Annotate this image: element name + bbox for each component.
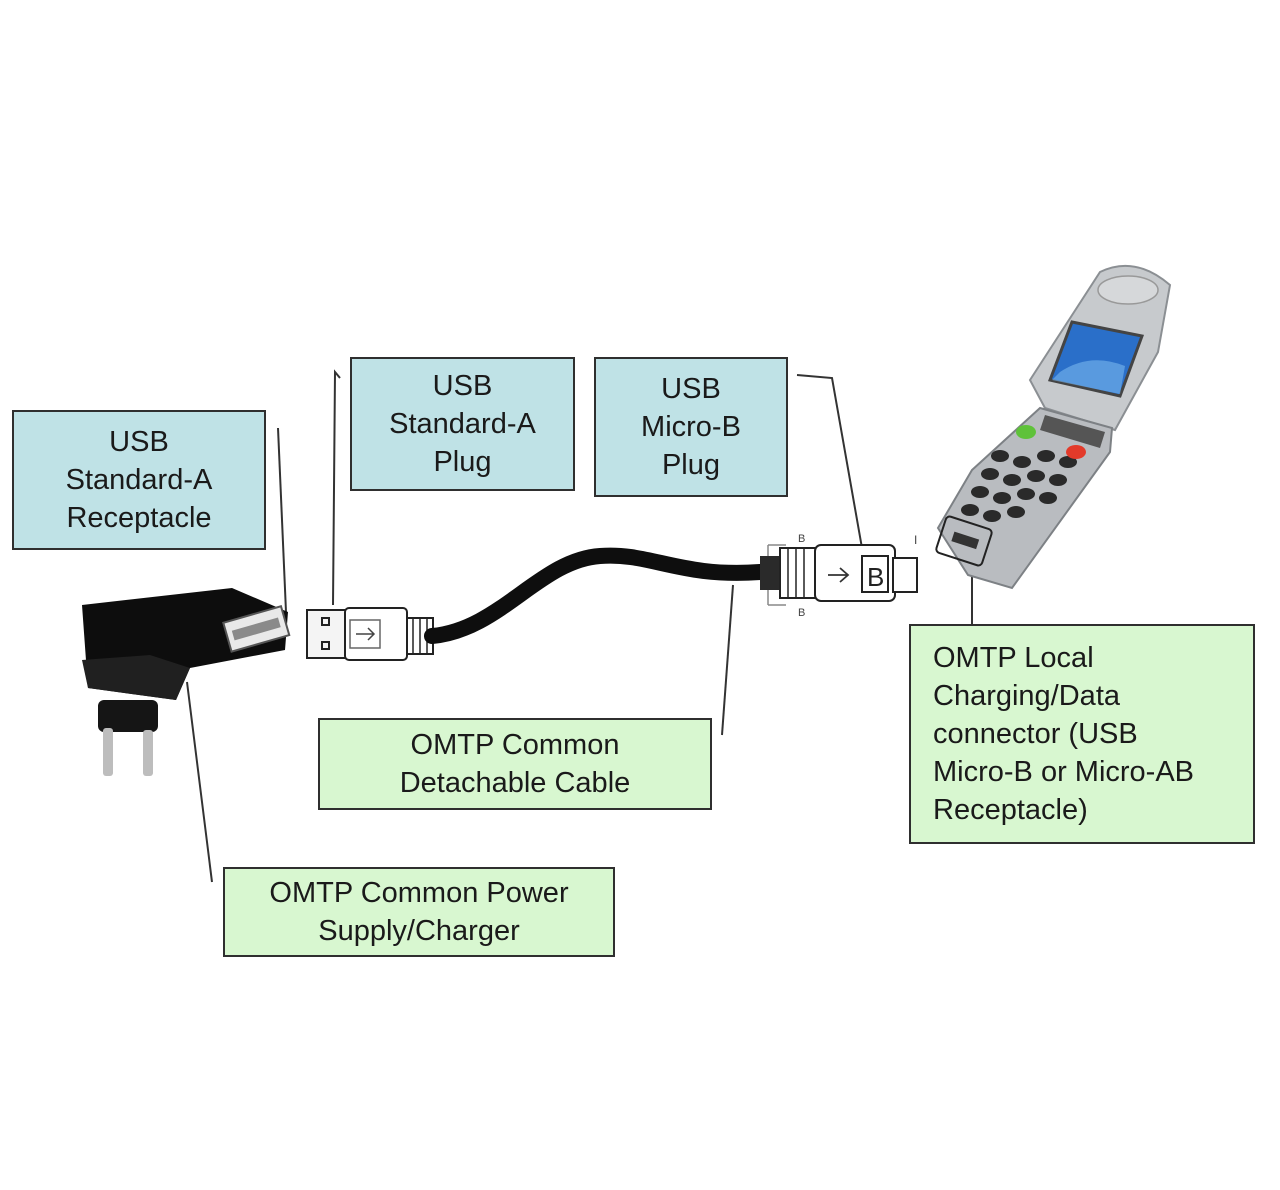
phone-image xyxy=(935,264,1172,590)
label-local-charging-connector: OMTP Local Charging/Data connector (USB … xyxy=(909,624,1255,844)
label-std-a-plug: USB Standard-A Plug xyxy=(350,357,575,491)
label-line: OMTP Common xyxy=(410,729,620,761)
label-line: connector (USB xyxy=(933,718,1138,750)
label-line: Receptacle) xyxy=(933,794,1088,826)
micro-b-dim-bottom: B xyxy=(798,607,805,619)
phone-end-key xyxy=(1066,445,1086,459)
micro-b-dim-top: B xyxy=(798,533,805,545)
leader-cable xyxy=(721,584,734,736)
label-line: Micro-B or Micro-AB xyxy=(933,756,1195,788)
micro-b-letter: B xyxy=(867,562,884,592)
label-std-a-receptacle: USB Standard-A Receptacle xyxy=(12,410,266,550)
label-line: OMTP Local xyxy=(933,642,1094,674)
label-line: USB xyxy=(109,426,169,458)
std-a-plug-image xyxy=(306,607,434,661)
label-line: Plug xyxy=(433,446,492,478)
micro-b-dim-right: I xyxy=(914,533,917,547)
label-line: Plug xyxy=(661,449,721,481)
label-line: Micro-B xyxy=(641,411,741,443)
leader-lines xyxy=(186,369,973,883)
leader-micro-b-plug xyxy=(796,374,863,549)
leader-receptacle xyxy=(277,427,287,613)
label-line: Receptacle xyxy=(66,502,212,534)
label-line: Detachable Cable xyxy=(399,767,631,799)
label-line: USB xyxy=(661,373,721,405)
label-line: Standard-A xyxy=(65,464,213,496)
label-power-supply-charger: OMTP Common Power Supply/Charger xyxy=(223,867,615,957)
charger-image xyxy=(82,588,291,776)
label-line: Supply/Charger xyxy=(318,915,520,947)
label-line: Charging/Data xyxy=(933,680,1120,712)
label-line: Standard-A xyxy=(389,408,536,440)
label-line: OMTP Common Power xyxy=(269,877,569,909)
label-micro-b-plug: USB Micro-B Plug xyxy=(594,357,788,497)
leader-std-a-plug xyxy=(332,369,341,606)
leader-charger xyxy=(186,681,213,883)
label-line: USB xyxy=(432,370,493,402)
cable-image xyxy=(424,547,768,644)
std-a-receptacle-port xyxy=(222,605,291,653)
phone-call-key xyxy=(1016,425,1036,439)
micro-b-plug-image: B B B I xyxy=(760,533,918,619)
label-detachable-cable: OMTP Common Detachable Cable xyxy=(318,718,712,810)
phone-micro-b-receptacle xyxy=(935,515,993,567)
